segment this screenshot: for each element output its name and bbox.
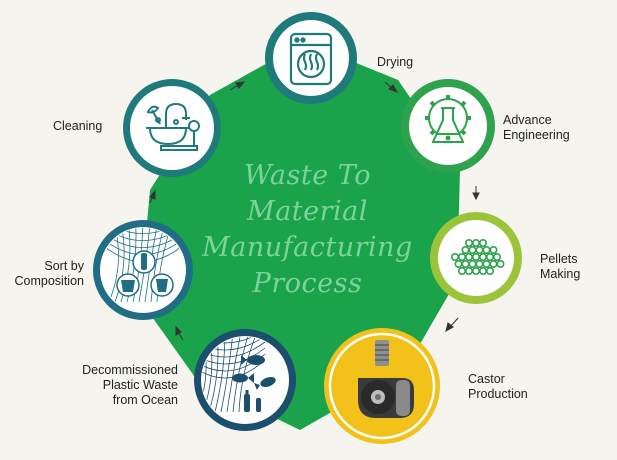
label-decommissioned-plastic-waste: Decommissioned Plastic Waste from Ocean [58, 363, 178, 408]
net-strand [101, 228, 185, 234]
step-drying [265, 12, 357, 104]
arrow-drying-to-engineering [384, 81, 399, 93]
label-line: Sort by [44, 259, 84, 273]
flow-arrows [149, 81, 480, 341]
center-title-line-4: Process [252, 268, 363, 299]
net-strand [202, 341, 266, 358]
label-line: Castor [468, 372, 505, 386]
arrow-pellets-to-castor [445, 317, 459, 333]
label-advance-engineering: Advance Engineering [503, 113, 570, 143]
label-castor-production: Castor Production [468, 372, 528, 402]
pellet [478, 239, 487, 248]
center-title-line-1: Waste To [244, 160, 371, 191]
net-strand [238, 337, 258, 413]
net-strand [226, 337, 242, 413]
cleaning-sink-icon [146, 102, 200, 151]
label-pellets-making: Pellets Making [540, 252, 580, 282]
arrow-cleaning-to-drying [229, 81, 246, 91]
label-sort-by-composition: Sort by Composition [4, 259, 84, 289]
step-sort-by-composition [93, 220, 193, 320]
net-strand [232, 337, 250, 413]
label-line: Making [540, 267, 581, 281]
gear-flask-icon [425, 95, 471, 143]
pellets-icon [450, 239, 505, 275]
castor-wheel-icon [358, 340, 414, 418]
label-line: Plastic Waste [102, 378, 178, 392]
label-line: Decommissioned [82, 363, 178, 377]
step-pellets-making [430, 212, 522, 304]
label-line: Production [468, 387, 528, 401]
pellet [492, 253, 501, 262]
net-strand [202, 337, 266, 351]
label-line: from Ocean [112, 393, 178, 407]
step-castor-production [324, 328, 440, 444]
label-drying: Drying [377, 55, 414, 69]
label-line: Composition [14, 274, 84, 288]
arrow-engineering-to-pellets [472, 186, 480, 201]
net-strand [108, 228, 119, 303]
arrow-ocean-to-sort [175, 325, 184, 341]
arrow-sort-to-cleaning [149, 189, 156, 204]
step-cleaning [123, 79, 221, 177]
pellet [489, 246, 498, 255]
pellet [485, 266, 494, 275]
label-line: Engineering [503, 128, 570, 142]
center-title-line-3: Manufacturing [202, 232, 413, 263]
step-advance-engineering [401, 79, 495, 173]
net-strand [114, 228, 125, 303]
center-title-line-2: Material [247, 196, 368, 227]
label-line: Pellets [540, 252, 578, 266]
net-strand [150, 228, 168, 303]
net-strand [220, 337, 234, 413]
net-strand [202, 347, 266, 365]
center-title: Waste To Material Manufacturing Process [200, 158, 415, 302]
washing-machine-icon [289, 32, 333, 86]
label-line: Advance [503, 113, 552, 127]
label-cleaning: Cleaning [53, 119, 103, 133]
pellet [496, 259, 505, 268]
net-strand [202, 359, 266, 379]
